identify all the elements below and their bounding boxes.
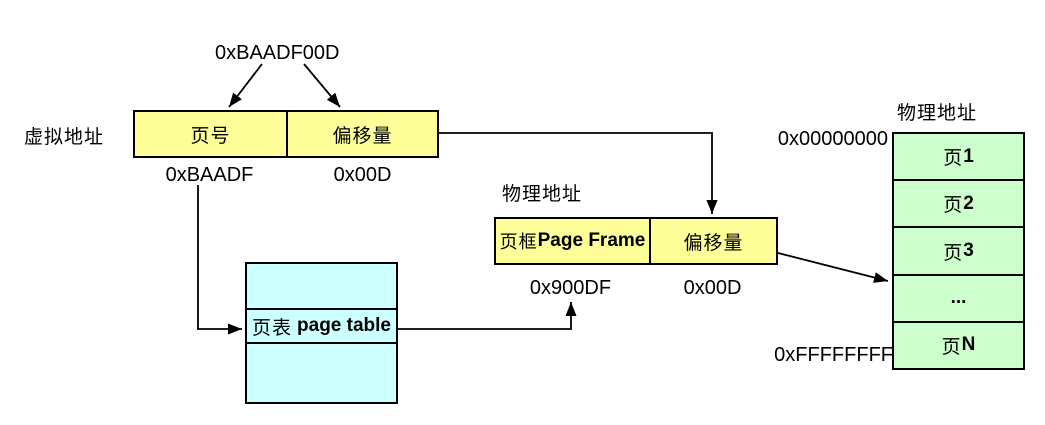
memory-page-label-cjk: 页 <box>941 335 962 358</box>
virtual-address-box: 页号 偏移量 <box>133 110 439 158</box>
virtual-offset-cell-label: 偏移量 <box>332 124 393 147</box>
physical-address-label: 物理地址 <box>502 183 583 205</box>
virtual-address-value: 0xBAADF00D <box>215 42 340 64</box>
page-frame-cell-label-en: Page Frame <box>537 230 646 251</box>
memory-end-address: 0xFFFFFFFF <box>774 344 893 366</box>
page-frame-cell-label-cjk: 页框 <box>499 232 538 253</box>
memory-label: 物理地址 <box>897 102 978 124</box>
page-table-row-label: 页表 page table <box>247 308 396 342</box>
page-table-row-bottom <box>247 342 396 402</box>
page-table-label-cjk: 页表 <box>252 316 293 339</box>
page-number-cell-label: 页号 <box>190 124 231 147</box>
page-number-cell: 页号 <box>135 112 286 156</box>
virtual-address-side-label: 虚拟地址 <box>24 126 105 148</box>
memory-start-address: 0x00000000 <box>777 128 888 150</box>
memory-page-label-cjk: 页 <box>943 241 964 264</box>
memory-page-label-latin: 1 <box>963 145 974 167</box>
virtual-offset-cell: 偏移量 <box>286 112 437 156</box>
arrow-value-to-page-number <box>228 63 263 108</box>
memory-page-label-latin: N <box>961 334 976 356</box>
page-number-value: 0xBAADF <box>165 164 254 186</box>
arrow-page-number-to-page-table <box>197 185 242 335</box>
physical-offset-cell: 偏移量 <box>649 219 776 263</box>
memory-page-label-latin: 3 <box>963 240 974 261</box>
memory-page-label-latin: ... <box>950 287 967 309</box>
arrow-physical-address-to-memory-page <box>777 252 889 283</box>
physical-offset-cell-label: 偏移量 <box>683 231 744 254</box>
page-table-label-en: page table <box>297 315 391 336</box>
memory-page-label-cjk: 页 <box>943 147 964 170</box>
page-table-box: 页表 page table <box>245 262 398 404</box>
memory-page-label-latin: 2 <box>963 192 974 214</box>
memory-page-label-cjk: 页 <box>943 194 964 217</box>
frame-value: 0x900DF <box>529 277 612 299</box>
physical-offset-value: 0x00D <box>683 277 742 299</box>
arrow-page-table-to-frame-value <box>398 302 577 330</box>
memory-page-row: ... <box>894 273 1023 321</box>
arrow-value-to-offset <box>303 63 341 108</box>
page-table-row-top <box>247 264 396 308</box>
virtual-offset-value: 0x00D <box>333 164 392 186</box>
